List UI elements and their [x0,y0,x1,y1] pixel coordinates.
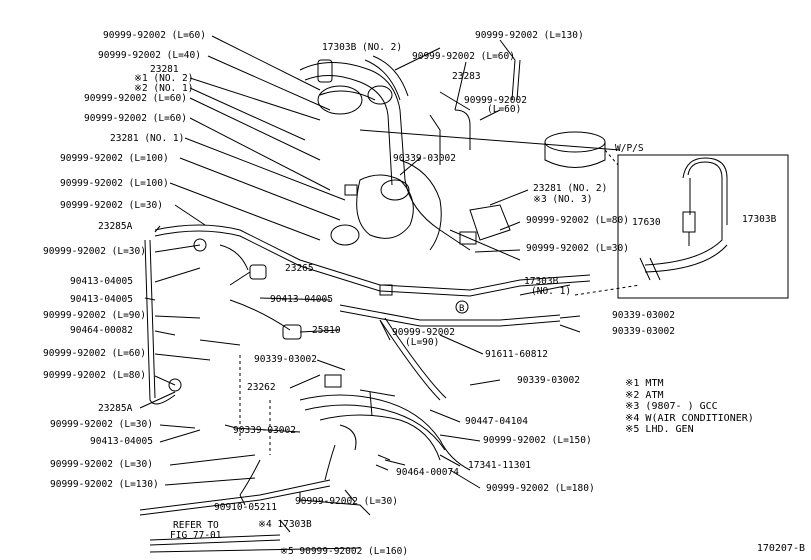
part-label: 90413-04005 [90,436,153,447]
legend-item: ※5 LHD. GEN [625,424,694,435]
part-label: 90999-92002 (L=90) [43,310,146,321]
part-label: 17303B (NO. 2) [322,42,403,53]
legend-item: ※3 (9807- ) GCC [625,401,718,412]
footnote-legend: ※1 MTM ※2 ATM ※3 (9807- ) GCC ※4 W(AIR C… [625,378,754,436]
part-label: 91611-60812 [485,349,548,360]
part-label: 90999-92002 (L=60) [84,113,187,124]
part-label: 90464-00082 [70,325,133,336]
figure-code: 170207-B [756,543,805,554]
part-label: REFER TO [173,520,219,531]
part-label: 90999-92002 (L=30) [295,496,398,507]
part-label: 90339-03002 [517,375,580,386]
part-label: 90339-03002 [254,354,317,365]
part-label: 90999-92002 (L=60) [84,93,187,104]
part-label: 90413-04005 [70,294,133,305]
part-label: 90999-92002 (L=60) [412,51,515,62]
part-label: 90999-92002 [464,95,527,106]
part-label: 90999-92002 (L=40) [98,50,201,61]
callout-b: B [459,304,464,314]
part-label: 90999-92002 (L=30) [60,200,163,211]
part-label: 90339-03002 [612,310,675,321]
part-label: W/P/S [615,143,644,154]
part-label: 90999-92002 (L=130) [475,30,584,41]
part-label: ※4 17303B [258,519,312,530]
part-label: ※3 (NO. 3) [533,194,593,205]
part-label: 90339-03002 [233,425,296,436]
part-label: 23265 [285,263,314,274]
part-label: 90999-92002 (L=30) [50,419,153,430]
part-label: 23281 (NO. 2) [533,183,608,194]
part-label: 17630 [632,217,661,228]
legend-item: ※2 ATM [625,389,664,401]
part-label: 90999-92002 (L=130) [50,479,159,490]
legend-item: ※1 MTM [625,378,664,389]
part-label: 90999-92002 (L=60) [43,348,146,359]
part-label: 90999-92002 (L=30) [526,243,629,254]
legend-item: ※4 W(AIR CONDITIONER) [625,412,754,424]
part-label: 90464-00074 [396,467,459,478]
part-label: 23262 [247,382,276,393]
part-label: 90999-92002 (L=30) [50,459,153,470]
part-label: 90999-92002 (L=100) [60,153,169,164]
part-label: 90999-92002 [392,327,455,338]
part-label: 90447-04104 [465,416,528,427]
part-label: ※1 (NO. 2) [134,73,194,84]
part-label: 23281 [150,64,179,75]
part-label: 17303B [742,214,777,225]
part-label: 25810 [312,325,341,336]
part-label: 90339-03002 [612,326,675,337]
part-label: 90999-92002 (L=30) [43,246,146,257]
part-label: 17303B [524,276,559,287]
part-label: 90999-92002 (L=80) [526,215,629,226]
part-label: 90999-92002 (L=150) [483,435,592,446]
part-label: 90413-04005 [70,276,133,287]
part-label: ※2 (NO. 1) [134,83,194,94]
part-label: 90910-05211 [214,502,277,513]
part-label: (L=60) [487,104,522,115]
part-label: 90999-92002 (L=100) [60,178,169,189]
part-label: 23285A [98,221,133,232]
part-label: 90999-92002 (L=80) [43,370,146,381]
part-label: 90413-04005 [270,294,333,305]
part-label: 90999-92002 (L=180) [486,483,595,494]
part-label: (NO. 1) [531,286,572,297]
part-label: 23283 [452,71,481,82]
part-label: 23281 (NO. 1) [110,133,185,144]
part-label: (L=90) [405,337,440,348]
part-label: 23285A [98,403,133,414]
part-label: ※5 90999-92002 (L=160) [280,546,409,557]
part-label: 90339-03002 [393,153,456,164]
part-label: 17341-11301 [468,460,531,471]
part-label: FIG 77-01 [170,530,222,541]
part-label: 90999-92002 (L=60) [103,30,206,41]
